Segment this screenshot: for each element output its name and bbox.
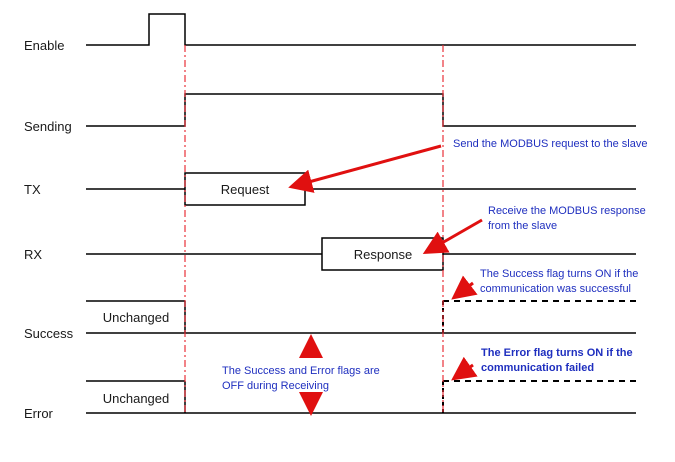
arrow-error-on (451, 356, 478, 381)
response-box (321, 237, 444, 271)
request-label: Request (221, 182, 270, 197)
note-success-on-2: communication was successful (480, 283, 631, 295)
note-flags-off-1: The Success and Error flags are (222, 365, 380, 377)
note-error-on-2: communication failed (481, 362, 594, 374)
sending-waveform (86, 93, 636, 127)
enable-waveform (86, 13, 636, 46)
response-label: Response (354, 247, 413, 262)
signal-label-error: Error (24, 406, 54, 421)
arrow-send-request (288, 144, 442, 193)
signal-label-tx: TX (24, 182, 41, 197)
signal-label-enable: Enable (24, 38, 64, 53)
note-error-on-1: The Error flag turns ON if the (481, 347, 633, 359)
arrow-success-on (451, 275, 478, 300)
arrow-receive-response (422, 218, 483, 254)
signal-label-sending: Sending (24, 119, 72, 134)
note-flags-off-2: OFF during Receiving (222, 380, 329, 392)
note-receive-response-1: Receive the MODBUS response (488, 205, 646, 217)
note-receive-response-2: from the slave (488, 220, 557, 232)
success-unchanged-label: Unchanged (103, 310, 170, 325)
note-success-on-1: The Success flag turns ON if the (480, 268, 638, 280)
note-send-request: Send the MODBUS request to the slave (453, 138, 647, 150)
error-unchanged-label: Unchanged (103, 391, 170, 406)
signal-label-success: Success (24, 326, 74, 341)
signal-label-rx: RX (24, 247, 42, 262)
